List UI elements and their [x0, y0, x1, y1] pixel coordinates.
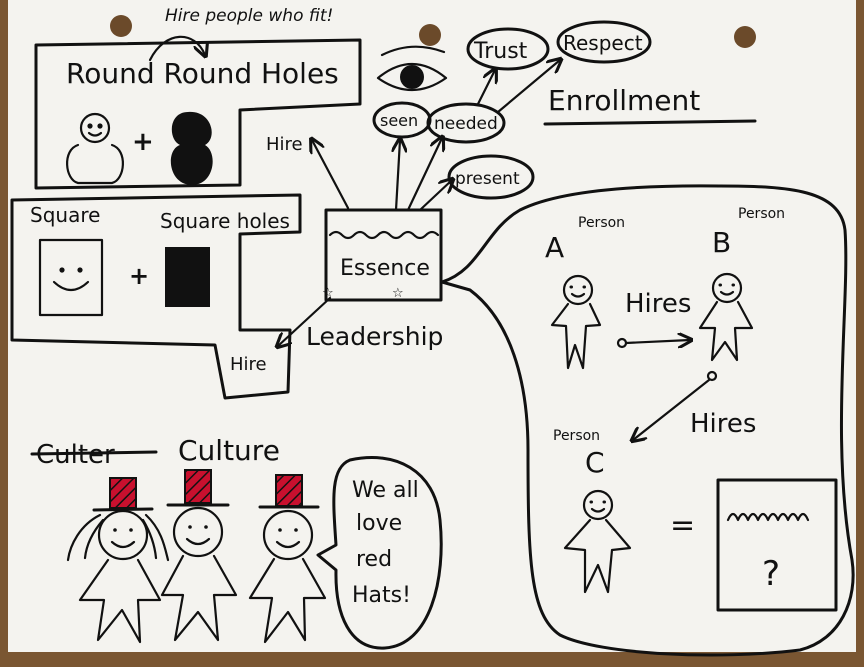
binder-hole [110, 15, 132, 37]
arrow-to-needed [406, 138, 442, 212]
binder-hole [419, 24, 441, 46]
enrollment-underline [543, 119, 757, 126]
arrow-b-to-c [633, 378, 711, 440]
enrollment-label: Enrollment [548, 84, 700, 117]
present-label: present [455, 169, 520, 189]
seen-label: seen [380, 111, 418, 130]
arrow-origin-dot [706, 370, 718, 382]
round-holes-frame [34, 38, 362, 190]
respect-bubble [556, 20, 652, 64]
question-mark: ? [762, 554, 780, 594]
star-icon: ☆ [322, 286, 334, 301]
plus-sign: + [129, 262, 149, 290]
hire-people-who-fit-note: Hire people who fit! [165, 6, 333, 26]
person-b-letter: B [712, 226, 731, 259]
arrow-to-hire-top [312, 140, 350, 210]
equals-sign: = [670, 508, 695, 543]
essence-box [324, 208, 443, 302]
unknown-box [716, 478, 838, 612]
round-holes-label: Round Round Holes [66, 57, 339, 90]
round-person-icon [66, 112, 124, 185]
speech-line-3: red [356, 547, 392, 572]
paper-sheet [8, 0, 856, 652]
plus-sign: + [132, 127, 154, 157]
needed-label: needed [434, 114, 498, 134]
speech-line-2: love [356, 511, 402, 536]
unknown-scribble [726, 512, 810, 522]
trust-label: Trust [473, 39, 528, 64]
person-c-caption: Person [553, 428, 600, 444]
trust-bubble [466, 27, 550, 71]
star-icon: ☆ [392, 286, 404, 301]
round-hole-blob [170, 111, 213, 185]
arrow-to-respect [496, 60, 560, 114]
square-hole-block [165, 247, 210, 307]
arrow-a-to-b [624, 340, 690, 343]
hire-top-label: Hire [266, 134, 303, 155]
arrow-to-seen [396, 140, 400, 212]
square-label: Square [30, 203, 100, 227]
speech-line-4: Hats! [352, 583, 411, 608]
red-hat-figure [248, 474, 327, 644]
binder-hole [734, 26, 756, 48]
hires-label-2: Hires [690, 409, 756, 439]
person-c-figure [563, 489, 632, 594]
person-c-letter: C [585, 446, 605, 479]
essence-wave [328, 230, 440, 240]
square-person-icon [38, 238, 104, 317]
person-a-letter: A [545, 231, 564, 264]
arrow-to-hire-bottom [278, 296, 332, 346]
arrow-to-trust [476, 70, 495, 106]
hiring-region-outline [440, 184, 855, 657]
square-holes-label: Square holes [160, 209, 290, 233]
red-hat-figure [66, 477, 170, 644]
eye-icon [376, 45, 448, 91]
needed-bubble [426, 102, 506, 144]
arrow-to-present [418, 180, 452, 212]
red-hat-figure [160, 469, 238, 642]
respect-label: Respect [563, 31, 643, 55]
curved-arrow [148, 35, 205, 62]
hires-label-1: Hires [625, 289, 691, 319]
hire-bottom-label: Hire [230, 354, 267, 375]
person-a-caption: Person [578, 215, 625, 231]
person-b-figure [698, 272, 754, 362]
leadership-label: Leadership [306, 322, 443, 351]
person-b-caption: Person [738, 206, 785, 222]
speech-bubble [316, 456, 443, 650]
essence-label: Essence [340, 256, 430, 281]
culture-title: Culture [178, 434, 280, 467]
strikethrough-line [30, 450, 158, 456]
square-holes-frame [10, 193, 302, 400]
person-a-figure [550, 274, 602, 370]
speech-line-1: We all [352, 478, 419, 503]
